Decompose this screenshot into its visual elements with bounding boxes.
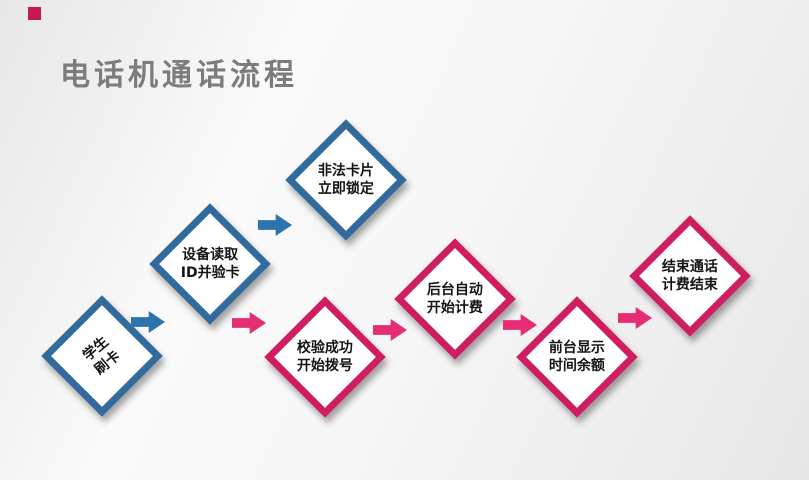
node-label-line: 计费结束 (662, 277, 718, 293)
node-label-line: 前台显示 (549, 339, 605, 356)
corner-accent-square (28, 7, 41, 20)
flow-node-label: 前台显示 时间余额 (549, 339, 605, 375)
flow-arrow-6-icon (618, 307, 652, 329)
node-label-line: 开始计费 (427, 300, 483, 316)
flow-arrow-4-icon (373, 319, 407, 341)
flow-node-illegal-card-lock: 非法卡片 立即锁定 (285, 119, 407, 241)
node-label-line: 校验成功 (297, 339, 353, 356)
flow-arrow-2-icon (258, 214, 292, 236)
flow-node-label: 设备读取 ID并验卡 (181, 246, 240, 282)
flow-node-label: 结束通话 计费结束 (662, 258, 718, 294)
flow-node-label: 后台自动 开始计费 (427, 281, 483, 317)
page-title: 电话机通话流程 (60, 58, 298, 93)
flow-arrow-3-icon (232, 312, 266, 334)
flow-node-verify-success-dial: 校验成功 开始拨号 (264, 296, 386, 418)
node-label-line: ID并验卡 (180, 265, 240, 281)
flow-node-label: 学生 刷卡 (80, 333, 125, 379)
node-label-line: 非法卡片 (318, 162, 374, 179)
node-label-line: 立即锁定 (318, 181, 374, 197)
node-label-line: 设备读取 (182, 246, 238, 263)
node-label-line: 开始拨号 (297, 358, 353, 374)
flow-node-label: 校验成功 开始拨号 (297, 339, 353, 375)
node-label-line: 后台自动 (427, 281, 483, 298)
flow-arrow-5-icon (503, 314, 537, 336)
flow-node-student-swipe: 学生 刷卡 (41, 295, 163, 417)
flow-node-backend-billing-start: 后台自动 开始计费 (394, 238, 516, 360)
node-label-line: 结束通话 (662, 258, 718, 275)
flow-node-read-id-verify: 设备读取 ID并验卡 (149, 203, 271, 325)
flow-node-label: 非法卡片 立即锁定 (318, 162, 374, 198)
node-label-line: 时间余额 (549, 358, 605, 374)
